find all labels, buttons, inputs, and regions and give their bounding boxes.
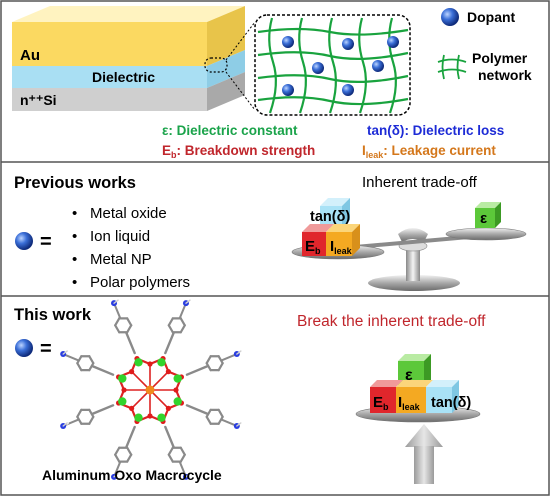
cube-eb-label-this-work: Eb — [373, 394, 389, 412]
dopant-icon-this-work — [15, 339, 33, 357]
molecule-caption: Aluminum Oxo Macrocycle — [42, 467, 222, 483]
cube-eb-previous — [302, 224, 334, 256]
tan-definition: tan(δ): Dielectric loss — [367, 123, 504, 138]
cube-ileak-previous — [326, 224, 360, 256]
substrate-label: n⁺⁺Si — [20, 92, 57, 108]
polymer-legend-label-1: Polymer — [472, 50, 528, 66]
cube-ileak-label-previous: Ileak — [330, 238, 353, 256]
previous-list: • Metal oxide • Ion liquid • Metal NP • … — [72, 205, 190, 291]
cube-eb-label-previous: Eb — [305, 238, 321, 256]
polymer-legend-icon — [437, 54, 467, 80]
cube-ileak-label-this-work: Ileak — [398, 394, 421, 412]
cube-epsilon-label-this-work: ε — [405, 367, 413, 384]
cube-eb-this-work — [370, 380, 403, 413]
previous-equals: = — [40, 231, 52, 253]
cube-epsilon-label-previous: ε — [480, 210, 487, 227]
polymer-network-zoom — [254, 14, 411, 116]
this-work-equals: = — [40, 338, 52, 360]
ileak-definition: Ileak: Leakage current — [362, 143, 496, 160]
dopant-icon-previous — [15, 232, 33, 250]
cube-tan-label-previous: tan(δ) — [310, 209, 350, 225]
cube-tan-label-this-work: tan(δ) — [431, 395, 471, 411]
previous-heading: Previous works — [14, 174, 136, 192]
svg-text:•: • — [72, 228, 77, 245]
polymer-legend-label-2: network — [478, 67, 532, 83]
list-item: Ion liquid — [90, 228, 150, 245]
aluminum-oxo-macrocycle-molecule — [60, 298, 243, 480]
dopant-legend-icon — [441, 8, 459, 26]
zoom-box — [204, 57, 228, 73]
au-label: Au — [20, 47, 40, 64]
support-arrow — [405, 424, 443, 484]
tradeoff-title: Inherent trade-off — [362, 174, 478, 191]
dopant-legend-label: Dopant — [467, 9, 516, 25]
epsilon-definition: ε: Dielectric constant — [162, 123, 298, 138]
list-item: Polar polymers — [90, 274, 190, 291]
this-work-heading: This work — [14, 306, 92, 324]
cube-ileak-this-work — [396, 380, 433, 413]
cube-epsilon-previous — [475, 202, 501, 228]
list-item: Metal NP — [90, 251, 152, 268]
svg-text:•: • — [72, 274, 77, 291]
break-tradeoff-title: Break the inherent trade-off — [297, 313, 486, 330]
dielectric-label: Dielectric — [92, 69, 155, 85]
svg-text:•: • — [72, 205, 77, 222]
svg-text:•: • — [72, 251, 77, 268]
cube-tan-previous — [320, 198, 350, 228]
eb-definition: Eb: Breakdown strength — [162, 143, 315, 160]
device-stack: Au Dielectric n⁺⁺Si — [12, 6, 256, 111]
list-item: Metal oxide — [90, 205, 167, 222]
cube-tan-this-work — [426, 380, 459, 413]
